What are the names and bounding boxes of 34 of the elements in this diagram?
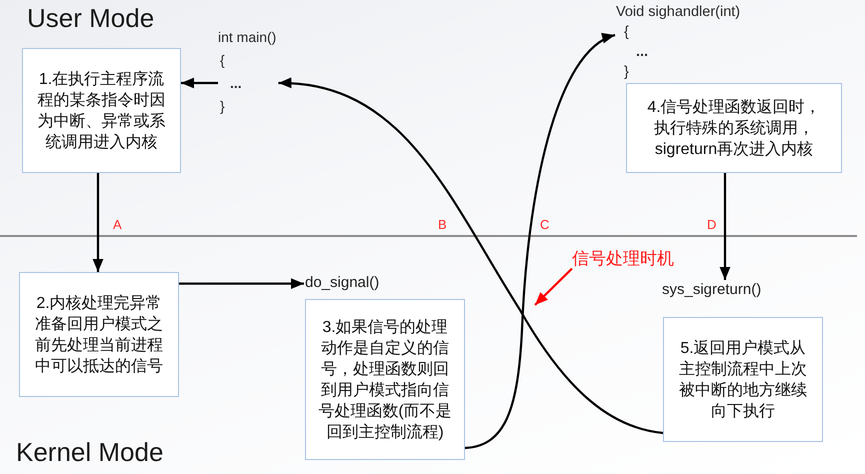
code-line: ...	[230, 74, 242, 93]
box-text: 3.如果信号的处理动作是自定义的信号，处理函数则回到用户模式指向信号处理函数(而不是回到主控制流程)	[317, 318, 453, 442]
edge-label: A	[113, 217, 122, 232]
mode-label: User Mode	[27, 3, 154, 33]
function-signature: int main()	[218, 28, 276, 47]
code-line: }	[220, 97, 225, 116]
box-text: 1.在执行主程序流程的某条指令时因为中断、异常或系统调用进入内核	[36, 70, 166, 152]
function-label: do_signal()	[305, 274, 380, 292]
edge-label: D	[707, 217, 716, 232]
function-label: sys_sigreturn()	[662, 281, 762, 298]
mode-label: Kernel Mode	[16, 437, 164, 467]
process-box	[626, 83, 842, 173]
process-box	[22, 48, 181, 173]
edge-label: B	[438, 217, 447, 232]
process-box	[663, 317, 823, 442]
code-line: {	[220, 51, 225, 70]
code-line: {	[624, 23, 629, 42]
code-line: }	[624, 63, 629, 82]
arrow	[179, 278, 304, 290]
leader-arrow	[534, 268, 573, 306]
arrow	[181, 78, 218, 88]
curved-arrow	[278, 78, 664, 434]
arrow	[720, 173, 730, 280]
process-box	[19, 272, 179, 397]
box-text: 5.返回用户模式从主控制流程中上次被中断的地方继续向下执行	[678, 338, 808, 422]
code-line: ...	[636, 43, 648, 62]
arrow	[92, 173, 104, 272]
box-text: 2.内核处理完异常准备回用户模式之前先处理当前进程中可以抵达的信号	[34, 294, 164, 376]
box-text: 4.信号处理函数返回时，执行特殊的系统调用，sigreturn再次进入内核	[646, 98, 822, 160]
edge-label: C	[540, 217, 550, 232]
function-signature: Void sighandler(int)	[616, 3, 740, 22]
process-box	[305, 299, 465, 460]
curved-arrow	[464, 34, 616, 450]
callout-text: 信号处理时机	[572, 249, 674, 269]
